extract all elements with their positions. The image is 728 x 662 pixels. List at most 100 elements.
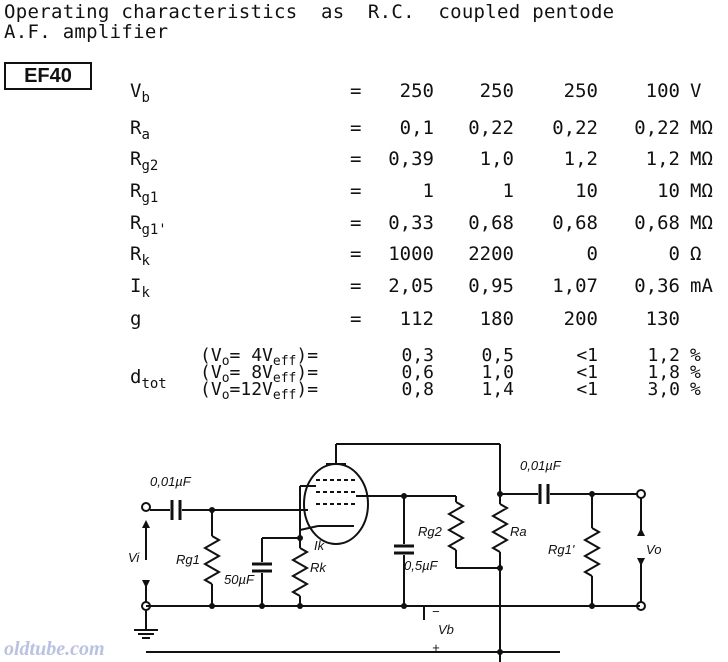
row-equals: = <box>350 80 362 102</box>
ra-label: Ra <box>510 524 527 539</box>
row-unit: MΩ <box>690 180 713 202</box>
dtot-symbol-subscript: tot <box>141 376 167 392</box>
dtot-value: 1,0 <box>481 362 514 383</box>
row-value: 100 <box>645 80 680 102</box>
vo-label: Vo <box>646 542 661 557</box>
dtot-value: <1 <box>576 379 598 400</box>
dtot-value: 0,5 <box>481 345 514 366</box>
row-equals: = <box>350 275 362 297</box>
dtot-value: 3,0 <box>647 379 680 400</box>
dtot-symbol: dtot <box>130 366 167 392</box>
row-equals: = <box>350 117 362 139</box>
dtot-condition-mid: =12V <box>229 379 273 400</box>
row-value: 0,68 <box>552 212 598 234</box>
row-value: 250 <box>399 80 434 102</box>
row-symbol: Rg1' <box>130 212 167 238</box>
row-symbol-subscript: a <box>141 127 150 143</box>
row-symbol: g <box>130 308 141 332</box>
row-equals: = <box>350 180 362 202</box>
row-value: 0,22 <box>634 117 680 139</box>
rk-label: Rk <box>310 560 327 575</box>
row-value: 1,07 <box>552 275 598 297</box>
row-value: 250 <box>479 80 514 102</box>
row-equals: = <box>350 308 362 330</box>
dtot-value: <1 <box>576 345 598 366</box>
rg1-label: Rg1 <box>176 552 200 567</box>
row-value: 250 <box>563 80 598 102</box>
c-out-label: 0,01µF <box>520 458 562 473</box>
dtot-value: 1,8 <box>647 362 680 383</box>
dtot-value: 0,3 <box>401 345 434 366</box>
row-symbol-subscript: b <box>141 90 150 106</box>
dtot-condition-sub2: eff <box>272 371 297 386</box>
c-g2-label: 0,5µF <box>404 558 439 573</box>
dtot-value: 1,4 <box>481 379 514 400</box>
row-value: 180 <box>479 308 514 330</box>
row-value: 0,95 <box>468 275 514 297</box>
row-symbol: Vb <box>130 80 150 106</box>
row-symbol-letter: R <box>130 212 142 234</box>
dtot-condition-mid: = 4V <box>229 345 273 366</box>
ik-label: Ik <box>314 538 326 553</box>
row-symbol-subscript: k <box>141 285 150 301</box>
row-unit: MΩ <box>690 212 713 234</box>
dtot-condition-sub2: eff <box>272 354 297 369</box>
dtot-condition-pre: (V <box>200 345 222 366</box>
row-symbol-letter: g <box>130 308 142 330</box>
dtot-unit: % <box>690 345 701 366</box>
row-value: 10 <box>657 180 680 202</box>
row-equals: = <box>350 148 362 170</box>
dtot-value: 0,6 <box>401 362 434 383</box>
row-unit: mA <box>690 275 713 297</box>
dtot-unit: % <box>690 379 701 400</box>
row-value: 2,05 <box>388 275 434 297</box>
circuit-schematic: 0,01µF 0,01µF 50µF 0,5µF Vi Vo Rg1 Rk Ik… <box>128 443 661 662</box>
row-unit: MΩ <box>690 148 713 170</box>
dtot-condition-sub: o <box>221 388 230 403</box>
row-value: 1 <box>422 180 434 202</box>
row-value: 10 <box>575 180 598 202</box>
dtot-value: 1,2 <box>647 345 680 366</box>
row-value: 200 <box>563 308 598 330</box>
dtot-condition-sub: o <box>221 354 230 369</box>
tube-type-label: EF40 <box>4 62 92 90</box>
dtot-condition: (Vo=12Veff)= <box>200 379 319 404</box>
dtot-condition-post: )= <box>296 362 319 383</box>
row-symbol-subscript: g1' <box>141 222 167 238</box>
row-unit: Ω <box>690 243 702 265</box>
row-value: 0 <box>668 243 680 265</box>
dtot-condition: (Vo= 8Veff)= <box>200 362 319 387</box>
dtot-value: 0,8 <box>401 379 434 400</box>
row-symbol-letter: R <box>130 180 142 202</box>
title-line-2: A.F. amplifier <box>4 21 169 43</box>
dtot-condition-post: )= <box>296 379 319 400</box>
row-value: 1,2 <box>563 148 598 170</box>
row-symbol: Ra <box>130 117 150 143</box>
row-value: 0,1 <box>399 117 434 139</box>
dtot-unit: % <box>690 362 701 383</box>
row-equals: = <box>350 243 362 265</box>
rg2-label: Rg2 <box>418 524 443 539</box>
row-symbol: Rg1 <box>130 180 158 206</box>
row-equals: = <box>350 212 362 234</box>
row-symbol-letter: R <box>130 148 142 170</box>
c-in-label: 0,01µF <box>150 474 192 489</box>
row-unit: V <box>690 80 702 102</box>
dtot-symbol-letter: d <box>130 366 142 388</box>
vi-label: Vi <box>128 550 140 565</box>
vb-minus-label: − <box>432 604 440 619</box>
vb-label: Vb <box>438 622 454 637</box>
row-value: 0,36 <box>634 275 680 297</box>
row-unit: MΩ <box>690 117 713 139</box>
dtot-condition-pre: (V <box>200 362 222 383</box>
row-symbol-letter: R <box>130 117 142 139</box>
dtot-condition-pre: (V <box>200 379 222 400</box>
dtot-condition-sub: o <box>221 371 230 386</box>
row-value: 130 <box>645 308 680 330</box>
row-value: 0,33 <box>388 212 434 234</box>
c-k-label: 50µF <box>224 572 255 587</box>
watermark: oldtube.com <box>4 638 105 660</box>
dtot-value: <1 <box>576 362 598 383</box>
dtot-condition-post: )= <box>296 345 319 366</box>
row-symbol-letter: I <box>130 275 142 297</box>
